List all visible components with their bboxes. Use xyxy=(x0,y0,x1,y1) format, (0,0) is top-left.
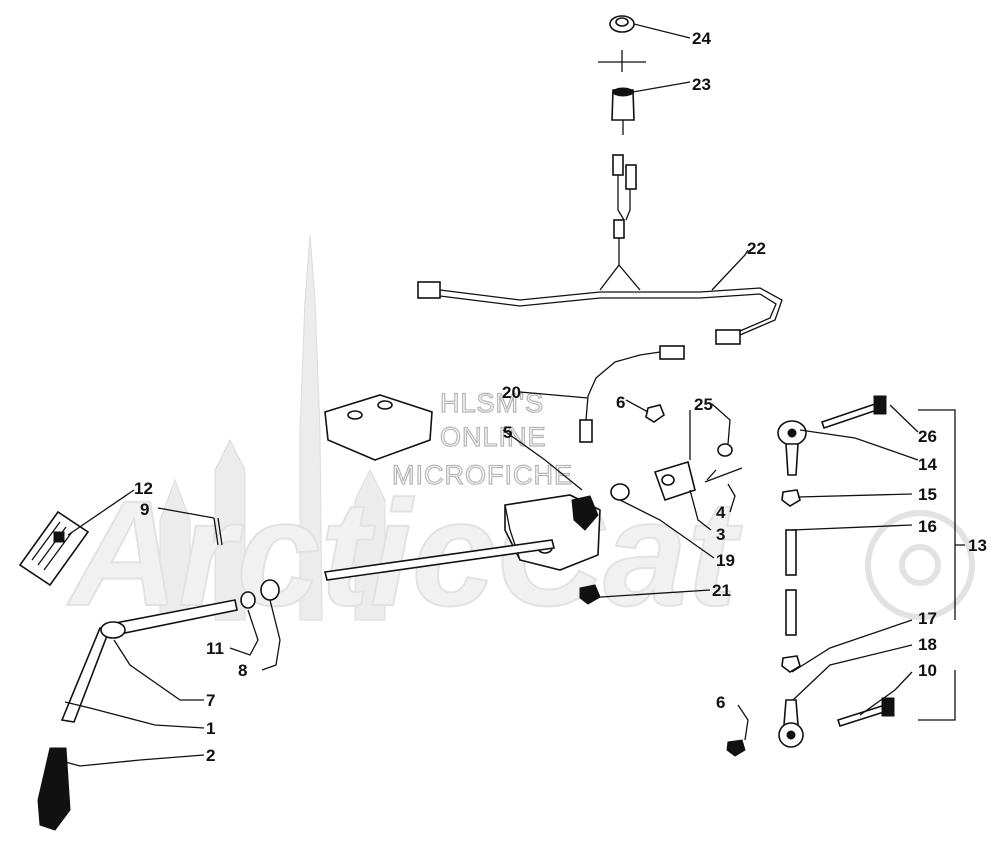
watermark-wheel-icon xyxy=(865,510,975,620)
part-21-nut xyxy=(579,584,601,605)
callout-1: 1 xyxy=(206,719,215,738)
callout-21: 21 xyxy=(712,581,731,600)
callout-15: 15 xyxy=(918,485,937,504)
part-12-decal xyxy=(18,510,90,587)
callout-14: 14 xyxy=(918,455,937,474)
part-6-nut-top xyxy=(645,404,665,423)
part-8-washer xyxy=(260,579,280,601)
callout-20: 20 xyxy=(502,383,521,402)
part-3-lever xyxy=(653,460,696,502)
callout-numbers: 24 23 22 20 5 6 25 26 14 15 16 13 4 3 19… xyxy=(134,29,987,765)
part-22-harness xyxy=(417,281,783,443)
callout-2: 2 xyxy=(206,746,215,765)
callout-13: 13 xyxy=(968,536,987,555)
part-throttle-block xyxy=(504,494,601,571)
watermark-line2: ONLINE xyxy=(440,422,547,452)
part-mount-bracket xyxy=(324,394,433,461)
callout-23: 23 xyxy=(692,75,711,94)
callout-3: 3 xyxy=(716,525,725,544)
watermark-logo: ArcticCat xyxy=(66,469,743,637)
callout-24: 24 xyxy=(692,29,711,48)
watermark-line3: MICROFICHE xyxy=(392,460,573,490)
part-2-grip xyxy=(37,747,71,831)
part-4-pin xyxy=(704,467,743,483)
part-switch-wires xyxy=(599,154,641,291)
leader-lines xyxy=(57,23,919,767)
callout-17: 17 xyxy=(918,609,937,628)
callout-16: 16 xyxy=(918,517,937,536)
part-17-nut xyxy=(781,655,801,673)
watermark-skyline xyxy=(159,234,386,621)
part-26-bolt xyxy=(820,395,887,430)
callout-10: 10 xyxy=(918,661,937,680)
part-13-group-bracket xyxy=(918,409,965,721)
callout-5: 5 xyxy=(503,423,512,442)
callout-8: 8 xyxy=(238,661,247,680)
callout-7: 7 xyxy=(206,691,215,710)
callout-26: 26 xyxy=(918,427,937,446)
part-11-washer xyxy=(240,591,256,609)
callout-9: 9 xyxy=(140,500,149,519)
callout-4: 4 xyxy=(716,503,726,522)
callout-12: 12 xyxy=(134,479,153,498)
part-24-cap xyxy=(598,15,646,72)
callout-22: 22 xyxy=(747,239,766,258)
part-25-washer xyxy=(717,443,733,457)
part-10-bolt xyxy=(836,697,895,728)
part-6-nut-bottom xyxy=(726,739,746,757)
callout-6-bottom: 6 xyxy=(716,693,725,712)
callout-25: 25 xyxy=(694,395,713,414)
callout-19: 19 xyxy=(716,551,735,570)
part-9-cotter-pin xyxy=(213,517,223,546)
part-14-rod-end xyxy=(777,420,807,476)
part-16-rod xyxy=(785,529,797,636)
part-shaft xyxy=(324,539,555,581)
callout-6-top: 6 xyxy=(616,393,625,412)
part-23-switch xyxy=(611,87,635,135)
part-15-nut xyxy=(781,489,801,507)
part-18-rod-end xyxy=(778,699,804,748)
callout-18: 18 xyxy=(918,635,937,654)
part-1-throttle-arm xyxy=(60,599,238,723)
part-19-washer xyxy=(610,483,630,501)
callout-11: 11 xyxy=(206,639,224,658)
